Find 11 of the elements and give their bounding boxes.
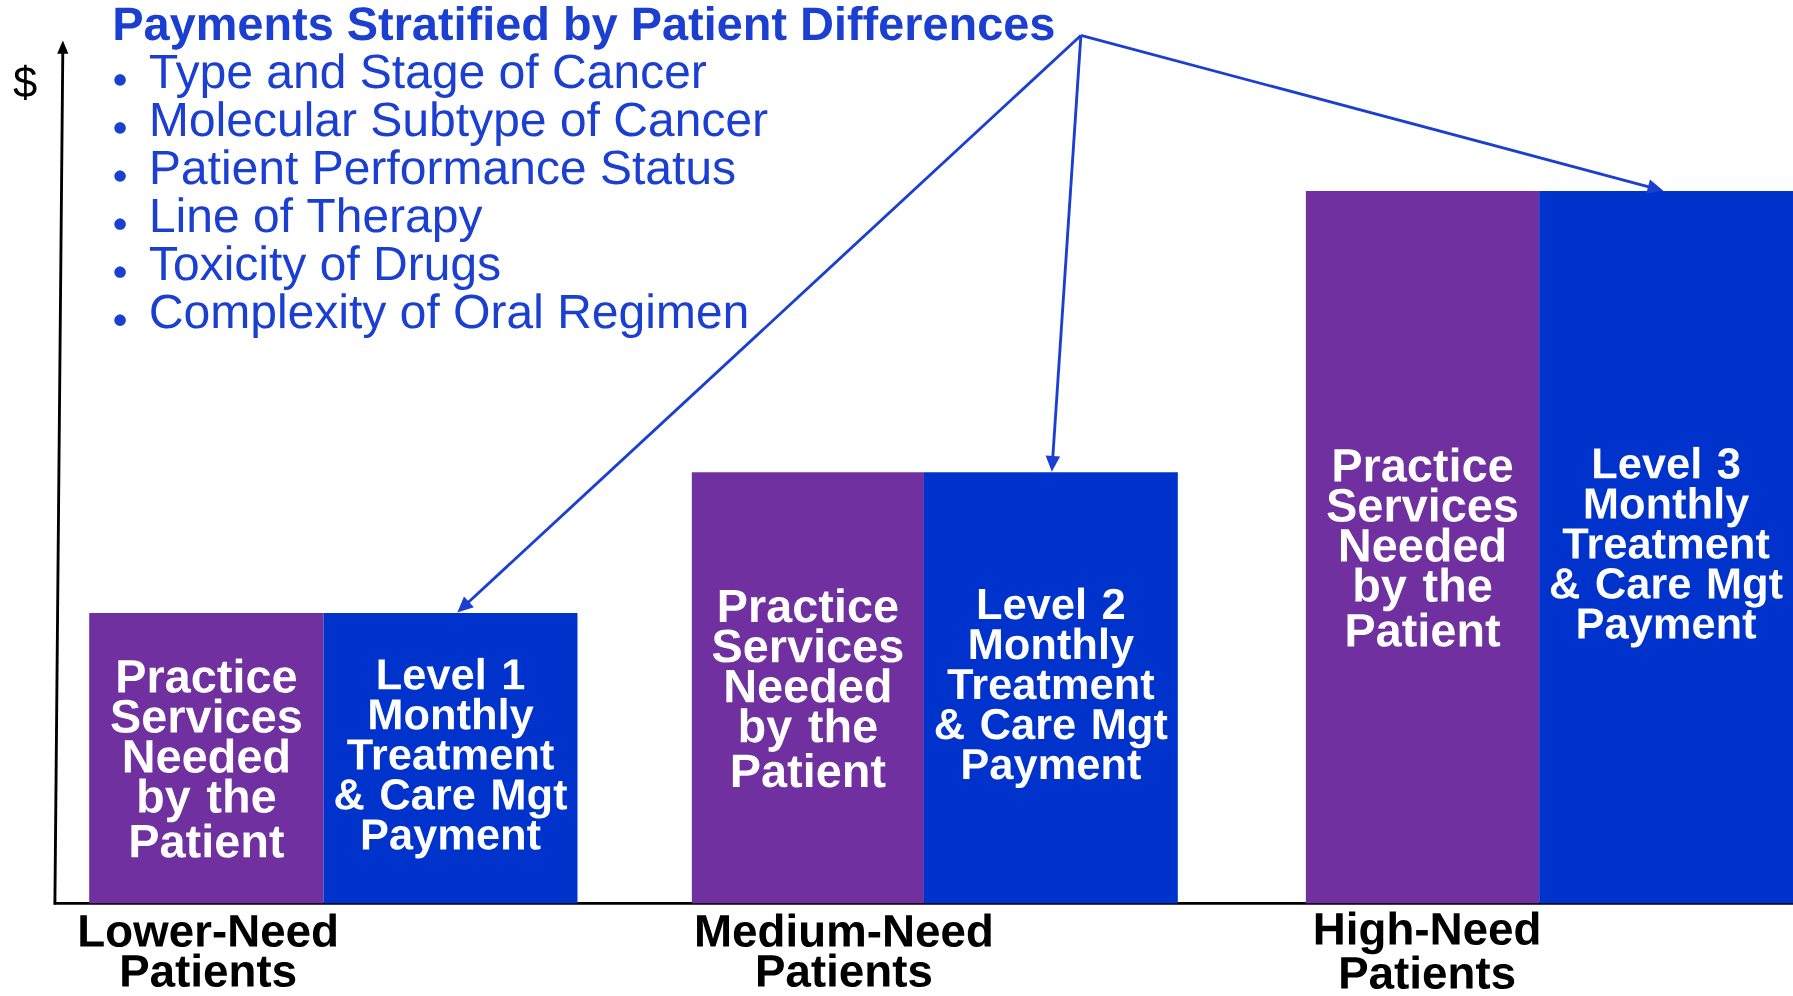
payment-bar: Level 1 Monthly Treatment & Care Mgt Payment: [323, 612, 578, 904]
service-bar: Practice Services Needed by the Patient: [89, 612, 324, 904]
category-label: High-Need Patients: [1315, 911, 1539, 990]
payment-bar: Level 2 Monthly Treatment & Care Mgt Payment: [923, 472, 1178, 904]
service-bar: Practice Services Needed by the Patient: [691, 472, 924, 904]
category-label: Medium-Need Patients: [697, 913, 991, 988]
bullet-list-text: Payments Stratified by Patient Differences Type and Stage of Cancer Molecular Subtype of Cancer Patient Performance Status Line of Therapy Toxicity of Drugs Complexity of Oral Regimen: [115, 5, 1054, 339]
category-label: Lower-Need Patients: [80, 913, 336, 988]
dollar-sign-label: $: [13, 64, 37, 100]
payment-bar: Level 3 Monthly Treatment & Care Mgt Payment: [1539, 190, 1793, 904]
service-bar: Practice Services Needed by the Patient: [1305, 190, 1540, 904]
